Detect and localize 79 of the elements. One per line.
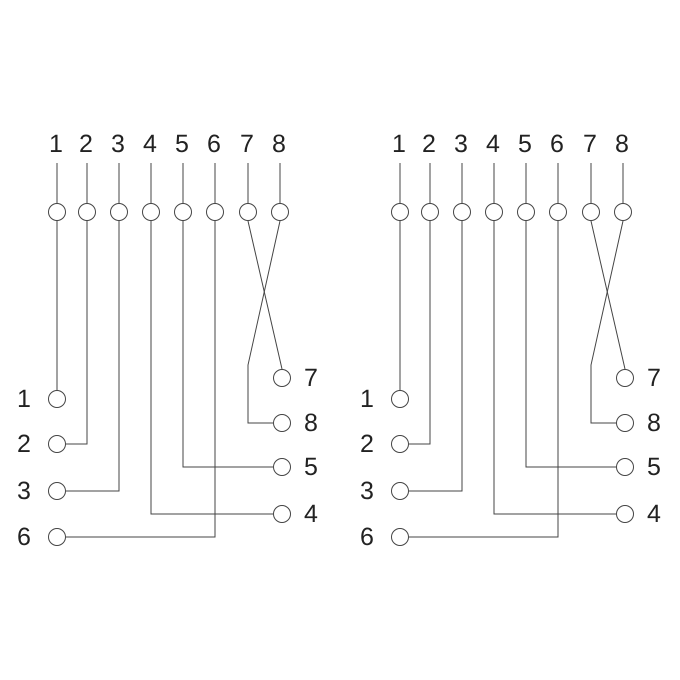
pin-circle (273, 414, 291, 432)
pin-circle (582, 203, 600, 221)
pin-number: 4 (647, 502, 661, 527)
pin-number: 3 (360, 479, 374, 504)
pin-circle (391, 203, 409, 221)
pin-circle (78, 203, 96, 221)
wire (66, 220, 120, 492)
wire (590, 220, 624, 424)
pin-number: 5 (175, 132, 189, 157)
pin-circle (391, 435, 409, 453)
pin-circle (616, 369, 634, 387)
pin-number: 7 (240, 132, 254, 157)
pin-circle (616, 414, 634, 432)
pin-number: 3 (111, 132, 125, 157)
pin-circle (48, 528, 66, 546)
pin-number: 2 (17, 432, 31, 457)
pin-circle (616, 505, 634, 523)
wire (408, 220, 558, 538)
wire (408, 220, 462, 492)
pin-number: 6 (360, 525, 374, 550)
pin-number: 8 (272, 132, 286, 157)
pin-circle (48, 482, 66, 500)
pin-circle (391, 390, 409, 408)
pin-number: 4 (143, 132, 157, 157)
pin-circle (48, 390, 66, 408)
pin-circle (206, 203, 224, 221)
wire (66, 220, 216, 538)
pin-circle (273, 369, 291, 387)
wire (408, 220, 430, 444)
pin-number: 5 (304, 455, 318, 480)
pin-number: 8 (647, 411, 661, 436)
wire (494, 220, 616, 514)
wire (56, 220, 58, 390)
pin-number: 7 (583, 132, 597, 157)
pin-circle (391, 528, 409, 546)
wire (182, 220, 274, 468)
wire (150, 220, 274, 514)
pin-circle (239, 203, 257, 221)
pin-number: 5 (647, 455, 661, 480)
pin-circle (48, 435, 66, 453)
pin-number: 8 (304, 411, 318, 436)
pin-circle (549, 203, 567, 221)
wire (66, 220, 88, 444)
pin-circle (110, 203, 128, 221)
pin-number: 8 (615, 132, 629, 157)
pin-number: 4 (486, 132, 500, 157)
pin-circle (517, 203, 535, 221)
pin-circle (485, 203, 503, 221)
pin-number: 2 (360, 432, 374, 457)
pin-number: 1 (49, 132, 63, 157)
pin-circle (174, 203, 192, 221)
wire (248, 220, 282, 370)
pin-number: 6 (550, 132, 564, 157)
pin-circle (273, 505, 291, 523)
pin-number: 3 (454, 132, 468, 157)
pin-number: 1 (360, 387, 374, 412)
pin-circle (614, 203, 632, 221)
pin-number: 1 (17, 387, 31, 412)
wire (590, 220, 626, 370)
pin-circle (391, 482, 409, 500)
pin-number: 1 (392, 132, 406, 157)
wire (248, 220, 280, 424)
pin-circle (48, 203, 66, 221)
pin-circle (271, 203, 289, 221)
pin-circle (421, 203, 439, 221)
pin-number: 4 (304, 502, 318, 527)
pin-number: 2 (422, 132, 436, 157)
pin-number: 6 (207, 132, 221, 157)
pin-number: 5 (518, 132, 532, 157)
pin-circle (273, 458, 291, 476)
wire (526, 220, 616, 468)
pin-number: 3 (17, 479, 31, 504)
pin-number: 7 (647, 366, 661, 391)
pin-number: 7 (304, 366, 318, 391)
pin-circle (142, 203, 160, 221)
pin-circle (616, 458, 634, 476)
pin-number: 2 (79, 132, 93, 157)
pin-number: 6 (17, 525, 31, 550)
pin-circle (453, 203, 471, 221)
